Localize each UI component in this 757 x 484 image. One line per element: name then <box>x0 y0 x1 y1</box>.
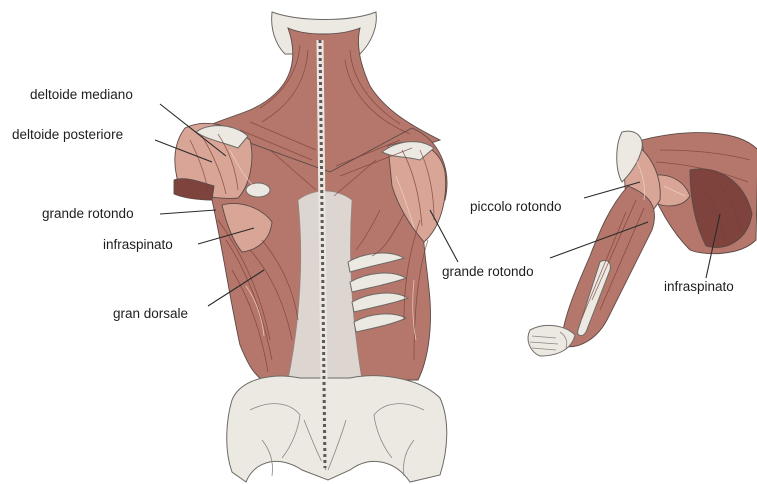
hand-bones <box>528 325 575 356</box>
label-grande-rotondo-right: grande rotondo <box>442 264 534 279</box>
spine <box>320 40 325 468</box>
label-deltoide-posteriore: deltoide posteriore <box>12 127 123 142</box>
pelvis-bone <box>227 376 447 482</box>
label-grande-rotondo-left: grande rotondo <box>42 206 134 221</box>
label-gran-dorsale: gran dorsale <box>113 306 188 321</box>
label-infraspinato-left: infraspinato <box>103 237 173 252</box>
torso-illustration <box>174 12 447 482</box>
arm-illustration <box>528 131 757 356</box>
label-deltoide-mediano: deltoide mediano <box>30 87 133 102</box>
leader-grande-rotondo-left <box>160 210 216 214</box>
leader-grande-rotondo-right-torso <box>430 210 458 262</box>
label-piccolo-rotondo: piccolo rotondo <box>470 199 562 214</box>
left-scapula <box>246 183 270 197</box>
label-infraspinato-right: infraspinato <box>664 279 734 294</box>
